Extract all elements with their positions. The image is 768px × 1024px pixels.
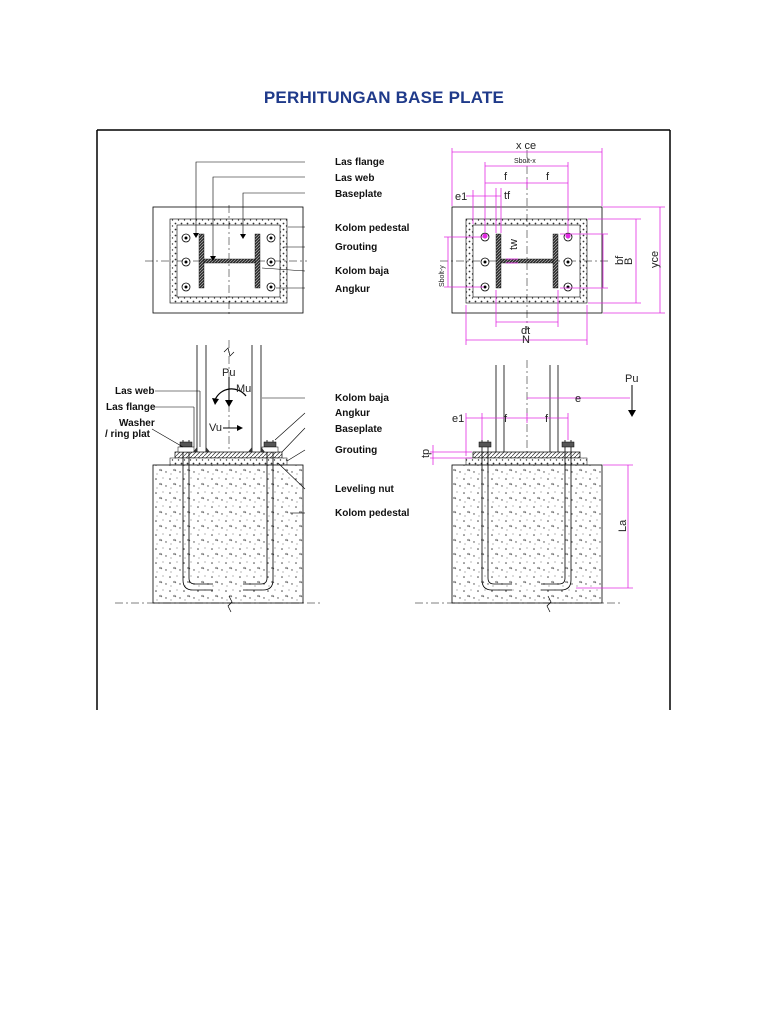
- label-las-flange: Las flange: [106, 402, 156, 413]
- dim-e: e: [575, 393, 581, 405]
- label-kolom-pedestal-2: Kolom pedestal: [335, 508, 410, 519]
- dim-yce: yce: [649, 251, 661, 268]
- dim-sbolt-x: Sbolt-x: [514, 158, 536, 165]
- label-las-web: Las web: [335, 173, 374, 184]
- load-mu: Mu: [236, 383, 251, 395]
- label-kolom-baja: Kolom baja: [335, 266, 389, 277]
- dim-e1-section: e1: [452, 413, 464, 425]
- label-washer: Washer: [119, 418, 155, 429]
- plan-view-right: x ce Sbolt-x f f e1 tf tw bf B yce Sbolt…: [439, 140, 665, 346]
- dim-n: N: [522, 334, 530, 346]
- dim-tf: tf: [504, 190, 511, 202]
- label-angkur: Angkur: [335, 284, 370, 295]
- dim-bf: bf: [614, 255, 626, 265]
- dim-pu: Pu: [625, 373, 638, 385]
- section-view-left: Pu Mu Vu Las web Las flange Washer / rin…: [105, 340, 410, 613]
- label-grouting: Grouting: [335, 242, 377, 253]
- drawing-frame: [96, 129, 671, 710]
- dim-tw: tw: [508, 239, 520, 250]
- label-grouting-2: Grouting: [335, 445, 377, 456]
- dim-f-section-2: f: [545, 413, 549, 425]
- label-leveling-nut: Leveling nut: [335, 484, 395, 495]
- dim-f-section-1: f: [504, 413, 508, 425]
- label-kolom-pedestal: Kolom pedestal: [335, 223, 410, 234]
- load-vu: Vu: [209, 422, 222, 434]
- label-kolom-baja-2: Kolom baja: [335, 393, 389, 404]
- label-angkur-2: Angkur: [335, 408, 370, 419]
- dim-sbolt-y: Sbolt-y: [439, 265, 446, 287]
- dim-f-1: f: [504, 171, 508, 183]
- page-title: PERHITUNGAN BASE PLATE: [263, 88, 505, 107]
- label-baseplate-2: Baseplate: [335, 424, 383, 435]
- dim-la: La: [617, 519, 629, 532]
- dim-dt: dt: [521, 325, 530, 337]
- load-pu: Pu: [222, 367, 235, 379]
- label-baseplate: Baseplate: [335, 189, 383, 200]
- dim-e1: e1: [455, 191, 467, 203]
- label-las-web: Las web: [115, 386, 154, 397]
- label-las-flange: Las flange: [335, 157, 385, 168]
- dim-tp: tp: [420, 449, 432, 458]
- plan-view-left: Las flange Las web Baseplate Kolom pedes…: [145, 157, 410, 315]
- dim-f-2: f: [546, 171, 550, 183]
- section-view-right: Pu e1 f f e tp La: [415, 360, 638, 613]
- dim-b: B: [623, 258, 635, 265]
- label-ring-plat: / ring plat: [105, 429, 151, 440]
- dim-xce: x ce: [516, 140, 536, 152]
